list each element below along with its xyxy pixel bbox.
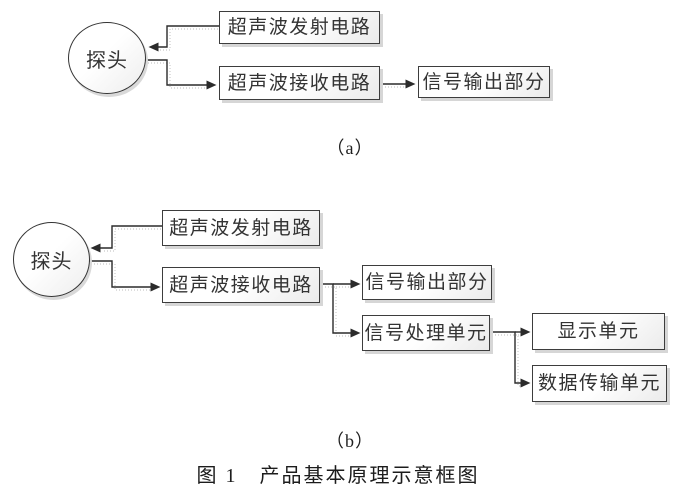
node-ultrasonic-transmit-circuit-a: 超声波发射电路 xyxy=(219,11,380,44)
panel-b-label: （b） xyxy=(326,431,374,451)
node-data-transmission-unit-b: 数据传输单元 xyxy=(532,365,667,402)
node-probe-a: 探头 xyxy=(68,22,146,94)
panel-a-label: （a） xyxy=(326,138,374,158)
node-display-unit-b: 显示单元 xyxy=(532,313,665,350)
node-ultrasonic-transmit-circuit-b: 超声波发射电路 xyxy=(162,210,320,246)
node-probe-b: 探头 xyxy=(13,222,90,297)
node-signal-processing-unit-b: 信号处理单元 xyxy=(362,315,490,351)
node-ultrasonic-receive-circuit-b: 超声波接收电路 xyxy=(162,267,320,303)
figure-caption: 图 1 产品基本原理示意框图 xyxy=(196,465,480,487)
node-ultrasonic-receive-circuit-a: 超声波接收电路 xyxy=(219,66,380,100)
panel-b-connectors xyxy=(88,225,531,388)
node-signal-output-b: 信号输出部分 xyxy=(362,265,492,300)
node-signal-output-a: 信号输出部分 xyxy=(418,66,550,98)
